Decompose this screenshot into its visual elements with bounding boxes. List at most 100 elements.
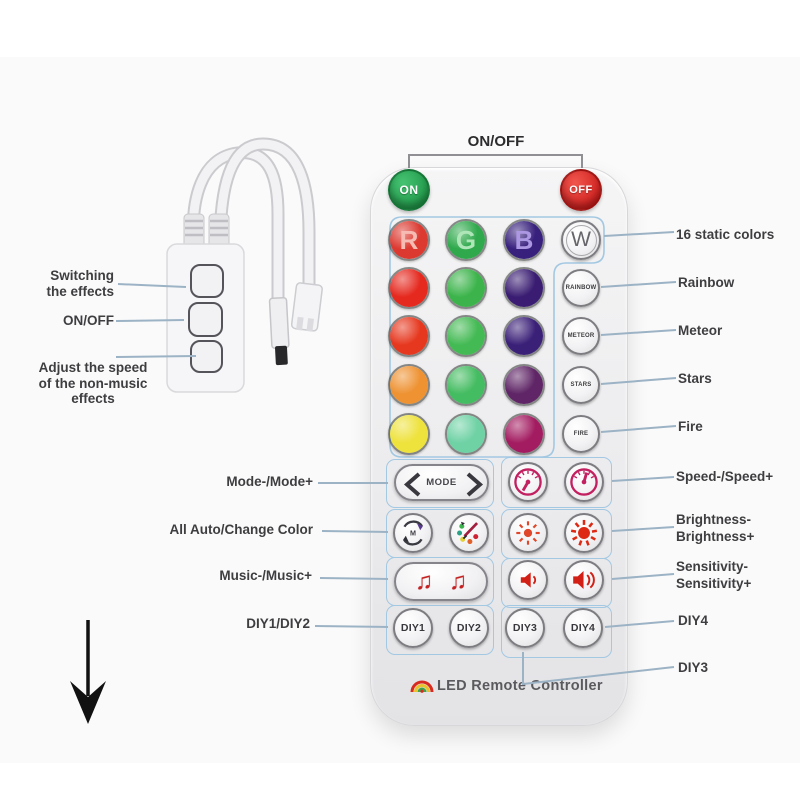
swatch-fill <box>505 366 543 404</box>
fire-effect-label: FIRE <box>573 431 589 437</box>
color-swatch[interactable] <box>503 413 545 455</box>
rainbow-effect-button[interactable]: RAINBOW <box>562 269 600 307</box>
color-swatch[interactable] <box>445 267 487 309</box>
color-swatch[interactable] <box>388 364 430 406</box>
green-channel-button[interactable]: G <box>445 219 487 261</box>
annotation-sensitivity: Sensitivity- Sensitivity+ <box>676 558 751 592</box>
annotation-static-colors: 16 static colors <box>676 227 775 242</box>
diy4-button[interactable]: DIY4 <box>563 608 603 648</box>
annotation-diy4: DIY4 <box>678 613 709 628</box>
swatch-fill <box>505 317 543 355</box>
swatch-fill <box>390 317 428 355</box>
blue-channel-button[interactable]: B <box>503 219 545 261</box>
speed-down-button[interactable] <box>508 462 548 502</box>
music-note-icon: ♫ <box>449 567 467 595</box>
music-buttons[interactable]: ♫ ♫ <box>394 562 488 601</box>
annotation-auto: All Auto/Change Color <box>169 522 314 537</box>
color-swatch[interactable] <box>445 315 487 357</box>
stars-effect-label: STARS <box>570 382 592 388</box>
brightness-down-button[interactable] <box>508 513 548 553</box>
brightness-up-button[interactable] <box>564 513 604 553</box>
red-channel-label: R <box>399 224 419 255</box>
mode-button[interactable]: MODE <box>394 464 489 501</box>
onoff-caption: ON/OFF <box>467 133 525 150</box>
color-swatch[interactable] <box>445 364 487 406</box>
stars-effect-button[interactable]: STARS <box>562 366 600 404</box>
on-button-label: ON <box>399 183 419 197</box>
off-button[interactable]: OFF <box>560 169 602 211</box>
annotation-fire: Fire <box>678 419 703 434</box>
color-swatch[interactable] <box>388 413 430 455</box>
diy1-label: DIY1 <box>400 622 426 634</box>
all-auto-button[interactable]: M <box>393 513 433 553</box>
swatch-fill <box>447 269 485 307</box>
device-label-switching: Switching the effects <box>10 268 114 299</box>
swatch-fill <box>390 269 428 307</box>
speed-up-button[interactable] <box>564 462 604 502</box>
color-swatch[interactable] <box>503 267 545 309</box>
device-label-speed: Adjust the speed of the non-music effect… <box>14 360 172 407</box>
annotation-rainbow: Rainbow <box>678 275 735 290</box>
color-swatch[interactable] <box>503 315 545 357</box>
swatch-fill <box>390 366 428 404</box>
diy1-button[interactable]: DIY1 <box>393 608 433 648</box>
device-label-speed-line2: of the non-music <box>38 375 148 391</box>
color-swatch[interactable] <box>388 315 430 357</box>
sun-dim-icon <box>516 521 540 545</box>
rainbow-logo-icon <box>410 680 434 693</box>
brand-text: LED Remote Controller <box>437 678 603 694</box>
green-channel-label: G <box>455 224 477 255</box>
mode-chevrons-icon <box>403 472 484 497</box>
mode-button-label: MODE <box>426 477 457 488</box>
annotation-brightness-plus: Brightness+ <box>676 529 755 544</box>
device-label-switching-line1: Switching <box>50 268 114 283</box>
on-button[interactable]: ON <box>388 169 430 211</box>
change-color-button[interactable] <box>449 513 489 553</box>
red-channel-button[interactable]: R <box>388 219 430 261</box>
diy3-button[interactable]: DIY3 <box>505 608 545 648</box>
device-label-speed-line1: Adjust the speed <box>38 360 148 375</box>
color-swatch[interactable] <box>445 413 487 455</box>
diy3-label: DIY3 <box>512 622 538 634</box>
annotation-brightness-minus: Brightness- <box>676 512 752 527</box>
blue-channel-label: B <box>514 224 534 255</box>
sun-bright-icon <box>570 519 598 546</box>
music-note-icon: ♫ <box>415 567 433 595</box>
annotation-brightness: Brightness- Brightness+ <box>676 511 754 545</box>
rainbow-effect-label: RAINBOW <box>565 285 597 291</box>
device-label-switching-line2: the effects <box>46 283 114 299</box>
fire-effect-button[interactable]: FIRE <box>562 415 600 453</box>
sensitivity-down-button[interactable] <box>508 560 548 600</box>
white-channel-button[interactable]: W <box>561 220 601 260</box>
annotation-music: Music-/Music+ <box>219 568 312 583</box>
annotation-speed: Speed-/Speed+ <box>676 469 774 484</box>
color-swatch[interactable] <box>503 364 545 406</box>
annotation-mode: Mode-/Mode+ <box>226 474 313 489</box>
annotation-meteor: Meteor <box>678 323 723 338</box>
diy2-button[interactable]: DIY2 <box>449 608 489 648</box>
svg-text:M: M <box>410 529 416 538</box>
color-swatch[interactable] <box>388 267 430 309</box>
speaker-loud-icon <box>573 571 595 589</box>
swatch-fill <box>447 317 485 355</box>
speaker-low-icon <box>520 572 537 588</box>
annotation-diy12: DIY1/DIY2 <box>246 616 310 631</box>
swatch-fill <box>505 269 543 307</box>
diy2-label: DIY2 <box>456 622 482 634</box>
gauge-fast-icon <box>570 468 598 496</box>
meteor-effect-button[interactable]: METEOR <box>562 317 600 355</box>
white-channel-label: W <box>571 228 591 251</box>
meteor-effect-label: METEOR <box>567 333 595 339</box>
gauge-slow-icon <box>514 468 542 496</box>
diy4-label: DIY4 <box>570 622 596 634</box>
device-label-onoff: ON/OFF <box>63 313 114 328</box>
swatch-fill <box>390 415 428 453</box>
swatch-fill <box>447 366 485 404</box>
annotation-stars: Stars <box>678 371 712 386</box>
off-button-label: OFF <box>569 184 593 196</box>
swatch-fill <box>505 415 543 453</box>
auto-cycle-icon: M <box>403 520 423 546</box>
sensitivity-up-button[interactable] <box>564 560 604 600</box>
device-label-speed-line3: effects <box>71 391 115 406</box>
